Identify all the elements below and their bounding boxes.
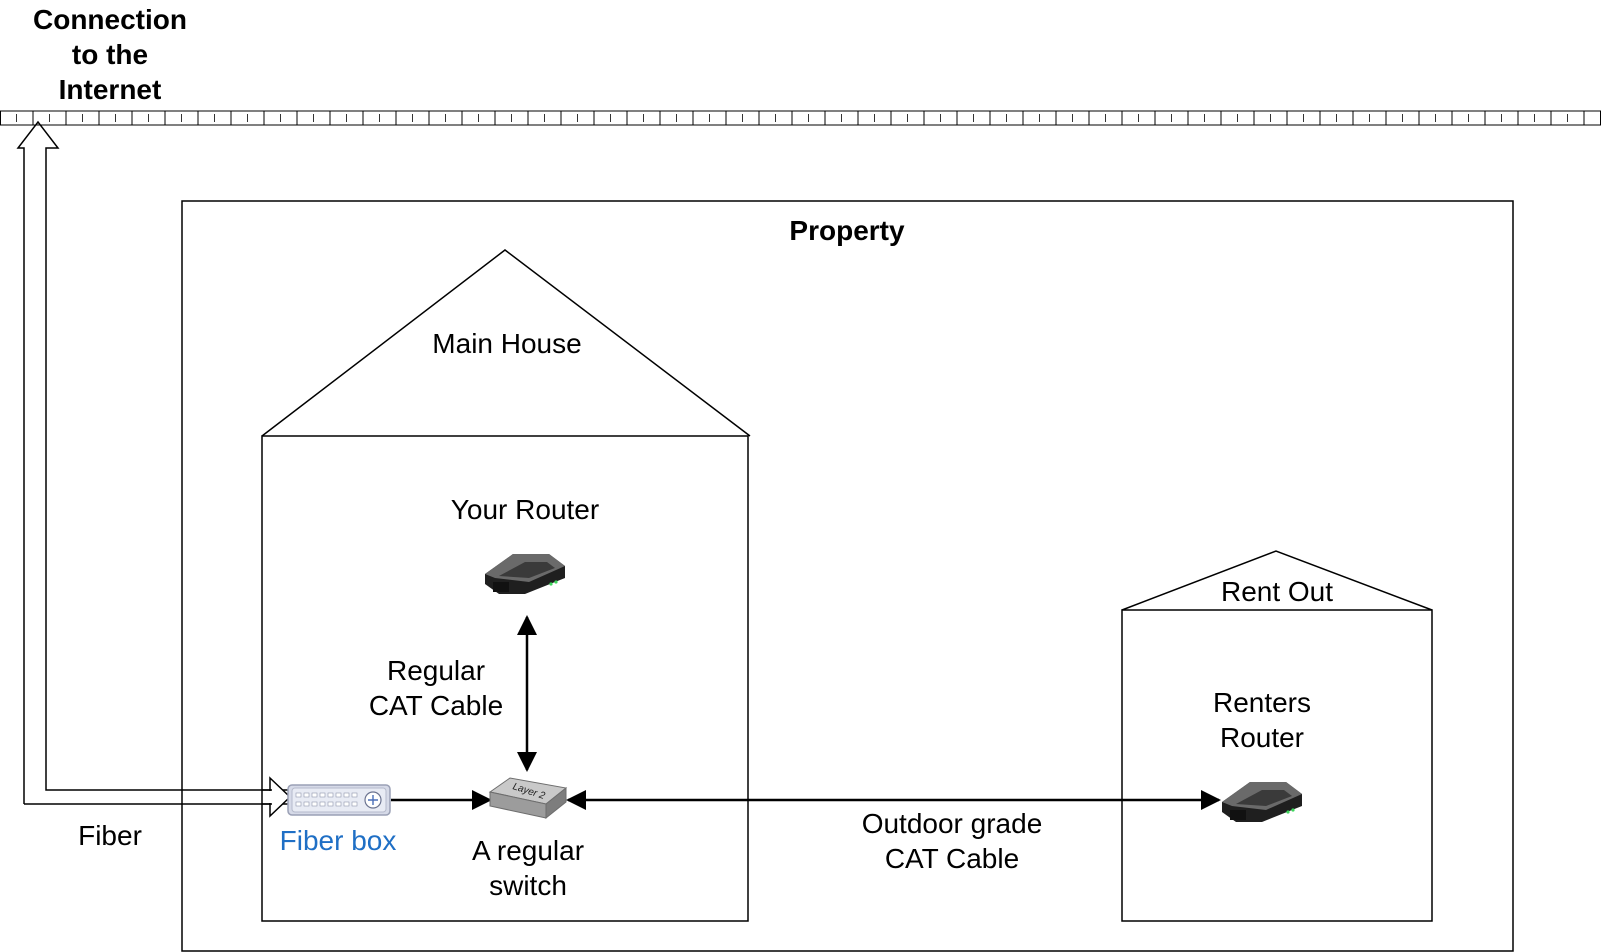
internet-label-line2: to the [72,39,148,70]
renters-router-label-line1: Renters [1213,687,1311,718]
internet-label-line1: Connection [33,4,187,35]
regular-cable-label-line2: CAT Cable [369,690,503,721]
internet-bus-outline [0,110,1601,126]
your-router-label: Your Router [451,494,599,525]
fiber-label: Fiber [78,820,142,851]
main-house-label: Main House [432,328,581,359]
internet-bus [0,110,1601,126]
switch-label-line2: switch [489,870,567,901]
outdoor-cable-label-line1: Outdoor grade [862,808,1043,839]
property-label: Property [789,215,905,246]
outdoor-cable-label-line2: CAT Cable [885,843,1019,874]
renters-router-icon [1222,782,1302,822]
renters-router-label-line2: Router [1220,722,1304,753]
fiber-box-icon [287,784,391,816]
regular-cable-label-line1: Regular [387,655,485,686]
main-house [261,249,751,922]
router-icon [485,554,565,594]
switch-label-line1: A regular [472,835,584,866]
internet-label-line3: Internet [59,74,162,105]
rent-out-house [1121,550,1433,922]
fiber-box-label: Fiber box [280,825,397,856]
switch-icon: Layer 2 [488,777,568,820]
property-boundary [181,200,1514,952]
fiber-link [16,120,292,818]
rent-out-label: Rent Out [1221,576,1333,607]
